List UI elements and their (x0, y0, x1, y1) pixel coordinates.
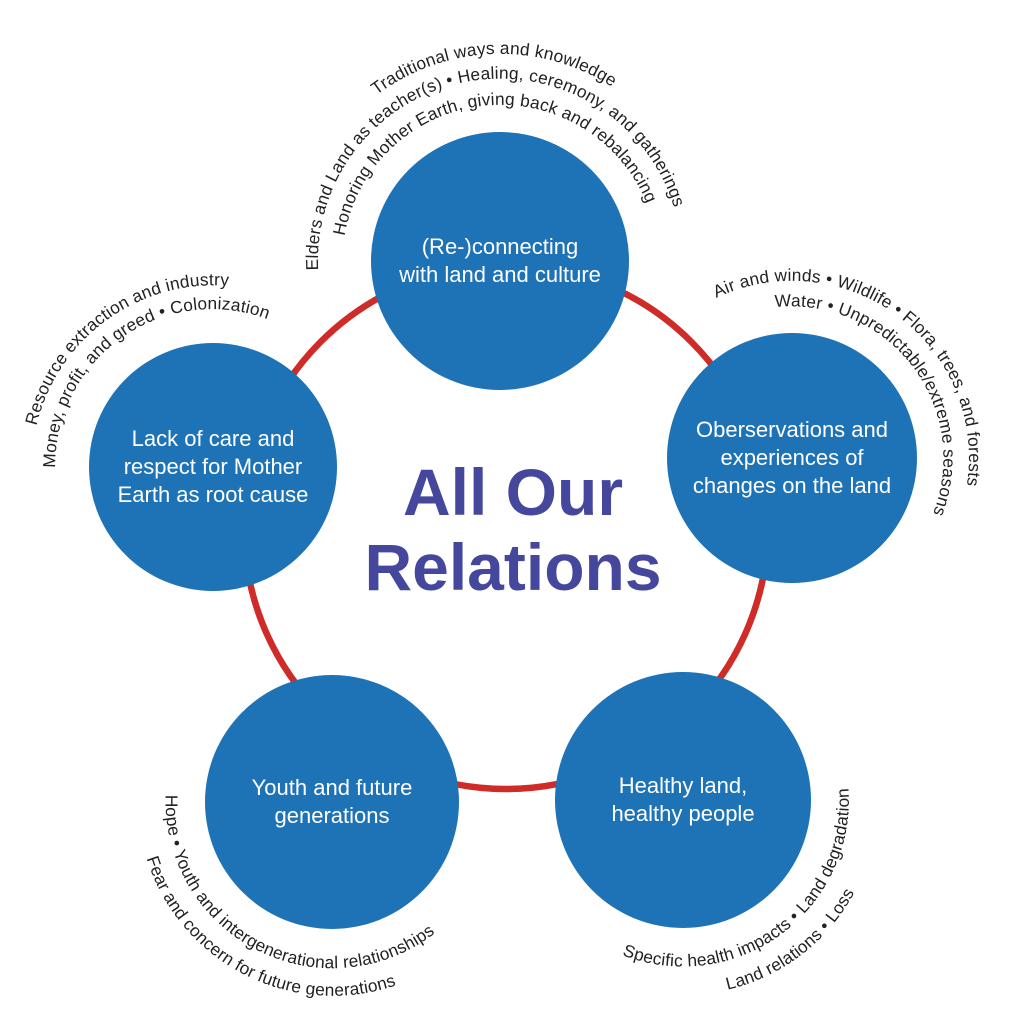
diagram-title-line: Relations (364, 530, 662, 604)
node-circle-reconnecting (371, 132, 629, 390)
diagram-title: All Our Relations (364, 455, 661, 605)
node-circle-lack-of-care (89, 343, 337, 591)
node-circle-observations (667, 333, 917, 583)
node-circle-healthy-land (555, 672, 811, 928)
diagram-title-line: All Our (402, 455, 624, 529)
node-circle-youth (205, 675, 459, 929)
